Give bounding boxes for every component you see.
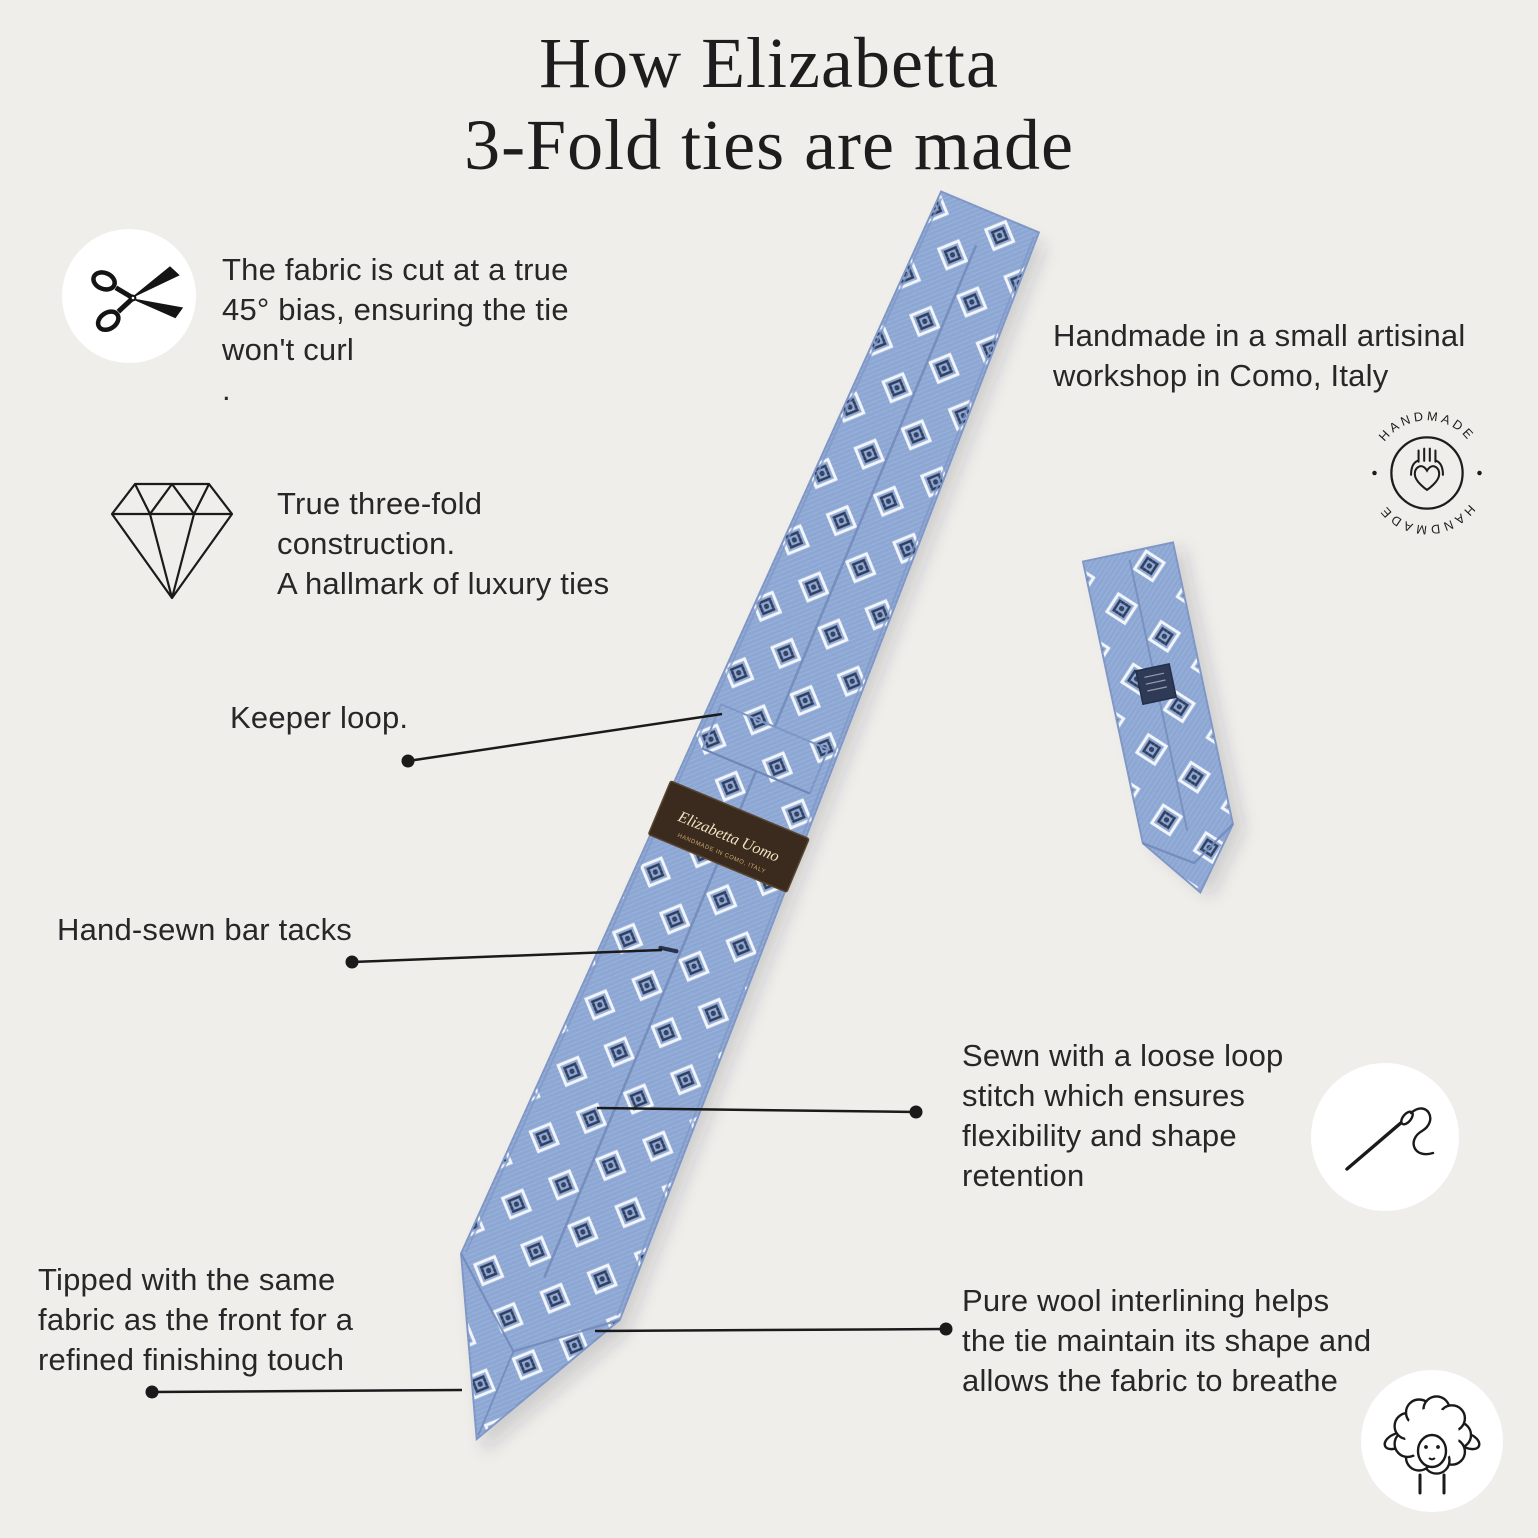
brand-label-text: Elizabetta Uomo: [675, 808, 782, 866]
connector-keeper-loop: [401, 712, 723, 768]
hand-heart-icon: [1410, 447, 1444, 492]
note-tipping: Tipped with the same fabric as the front…: [38, 1262, 354, 1377]
svg-text:HANDMADE: HANDMADE: [1376, 409, 1478, 444]
badge-text-bottom: HANDMADE: [1376, 502, 1474, 537]
note-loop-stitch: Sewn with a loose loop stitch which ensu…: [962, 1038, 1284, 1193]
back-seam: [543, 244, 978, 1279]
handmade-badge: HANDMADE HANDMADE: [1352, 398, 1502, 548]
care-label: [1135, 662, 1178, 706]
page-title: How Elizabetta 3-Fold ties are made: [0, 22, 1538, 186]
note-keeper-loop: Keeper loop.: [230, 700, 409, 735]
connector-bar-tacks: [345, 948, 663, 969]
title-line-2: 3-Fold ties are made: [464, 105, 1074, 186]
connector-loop-stitch: [596, 1105, 923, 1119]
note-bar-tacks: Hand-sewn bar tacks: [57, 912, 352, 947]
scissors-icon-circle: [62, 229, 196, 363]
brand-label-subtext: HANDMADE IN COMO, ITALY: [676, 833, 766, 875]
note-handmade-workshop: Handmade in a small artisinal workshop i…: [1053, 318, 1466, 393]
diamond-icon: [110, 482, 234, 600]
sheep-icon: [1383, 1395, 1481, 1495]
diamond-icon-wrap: [88, 462, 256, 614]
title-line-1: How Elizabetta: [539, 23, 999, 103]
scissors-icon: [91, 266, 184, 333]
bar-tack-stitch: [658, 945, 679, 954]
note-fabric-cut: The fabric is cut at a true 45° bias, en…: [222, 252, 569, 407]
tie-narrow-blade: [1081, 541, 1245, 899]
needle-thread-icon: [1345, 1107, 1435, 1171]
connector-tipping: [145, 1385, 463, 1399]
connector-wool: [594, 1322, 953, 1336]
note-wool-interlining: Pure wool interlining helps the tie main…: [962, 1283, 1372, 1398]
brand-label: Elizabetta Uomo HANDMADE IN COMO, ITALY: [648, 780, 810, 893]
tip-fold: [460, 1253, 621, 1353]
sheep-icon-circle: [1361, 1370, 1503, 1512]
badge-text-top: HANDMADE: [1376, 409, 1474, 444]
needle-icon-circle: [1311, 1063, 1459, 1211]
svg-text:HANDMADE: HANDMADE: [1376, 502, 1478, 537]
note-three-fold: True three-fold construction. A hallmark…: [277, 486, 610, 601]
keeper-loop: [701, 703, 830, 795]
